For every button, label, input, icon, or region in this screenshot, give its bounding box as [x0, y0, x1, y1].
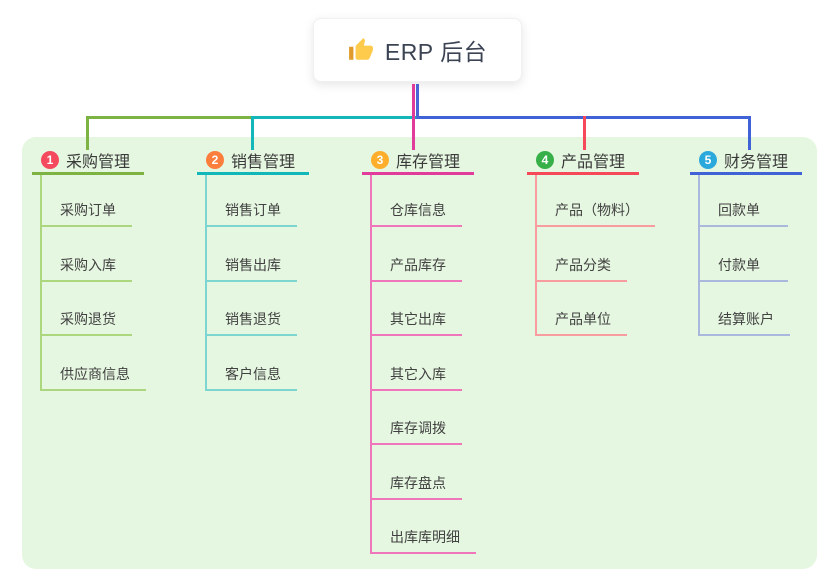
- branch-purchase-title[interactable]: 1 采购管理: [32, 148, 145, 175]
- branch-product: 4 产品管理 产品（物料） 产品分类 产品单位: [527, 148, 655, 336]
- branch-product-title[interactable]: 4 产品管理: [527, 148, 640, 175]
- connector-branch4-drop: [583, 116, 586, 150]
- connector-branch1-drop: [86, 116, 89, 150]
- child-node[interactable]: 产品库存: [372, 227, 462, 282]
- root-node[interactable]: ERP 后台: [313, 18, 522, 82]
- branch-number-badge: 1: [41, 151, 59, 169]
- child-node[interactable]: 出库库明细: [372, 500, 476, 554]
- connector-branch2: [251, 116, 416, 119]
- branch-number-badge: 5: [699, 151, 717, 169]
- branches-panel: [22, 137, 817, 569]
- child-node[interactable]: 库存调拨: [372, 391, 462, 445]
- child-node[interactable]: 付款单: [700, 227, 788, 282]
- child-node[interactable]: 采购入库: [42, 227, 132, 282]
- branch-product-children: 产品（物料） 产品分类 产品单位: [535, 175, 655, 336]
- connector-branch2-drop: [251, 116, 254, 150]
- branch-inventory-title[interactable]: 3 库存管理: [362, 148, 475, 175]
- child-node[interactable]: 销售订单: [207, 175, 297, 227]
- child-node[interactable]: 其它出库: [372, 282, 462, 336]
- branch-finance: 5 财务管理 回款单 付款单 结算账户: [690, 148, 803, 336]
- branch-inventory-children: 仓库信息 产品库存 其它出库 其它入库 库存调拨 库存盘点 出库库明细: [370, 175, 476, 554]
- child-node[interactable]: 产品（物料）: [537, 175, 655, 227]
- child-node[interactable]: 其它入库: [372, 336, 462, 391]
- child-node[interactable]: 结算账户: [700, 282, 790, 336]
- branch-finance-children: 回款单 付款单 结算账户: [698, 175, 790, 336]
- child-node[interactable]: 销售退货: [207, 282, 297, 336]
- child-node[interactable]: 客户信息: [207, 336, 297, 391]
- branch-inventory: 3 库存管理 仓库信息 产品库存 其它出库 其它入库 库存调拨 库存盘点 出库库…: [362, 148, 476, 554]
- connector-branch3-drop: [412, 84, 415, 150]
- branch-number-badge: 4: [536, 151, 554, 169]
- child-node[interactable]: 销售出库: [207, 227, 297, 282]
- branch-number-badge: 3: [371, 151, 389, 169]
- child-node[interactable]: 回款单: [700, 175, 788, 227]
- child-node[interactable]: 采购退货: [42, 282, 132, 336]
- branch-sales-title[interactable]: 2 销售管理: [197, 148, 310, 175]
- branch-purchase: 1 采购管理 采购订单 采购入库 采购退货 供应商信息: [32, 148, 146, 391]
- thumbs-up-icon: [348, 38, 373, 60]
- connector-branch5-drop: [748, 116, 751, 150]
- branch-sales-children: 销售订单 销售出库 销售退货 客户信息: [205, 175, 297, 391]
- branch-title-label: 财务管理: [724, 154, 789, 171]
- child-node[interactable]: 产品分类: [537, 227, 627, 282]
- branch-number-badge: 2: [206, 151, 224, 169]
- branch-title-label: 库存管理: [396, 154, 461, 171]
- child-node[interactable]: 产品单位: [537, 282, 627, 336]
- branch-title-label: 销售管理: [231, 154, 296, 171]
- root-node-label: ERP 后台: [384, 39, 488, 65]
- branch-title-label: 采购管理: [66, 154, 131, 171]
- root-connector-line: [416, 84, 419, 119]
- branch-title-label: 产品管理: [561, 154, 626, 171]
- branch-finance-title[interactable]: 5 财务管理: [690, 148, 803, 175]
- branch-purchase-children: 采购订单 采购入库 采购退货 供应商信息: [40, 175, 146, 391]
- connector-branch1: [86, 116, 253, 119]
- child-node[interactable]: 库存盘点: [372, 445, 462, 500]
- child-node[interactable]: 仓库信息: [372, 175, 462, 227]
- child-node[interactable]: 采购订单: [42, 175, 132, 227]
- child-node[interactable]: 供应商信息: [42, 336, 146, 391]
- branch-sales: 2 销售管理 销售订单 销售出库 销售退货 客户信息: [197, 148, 310, 391]
